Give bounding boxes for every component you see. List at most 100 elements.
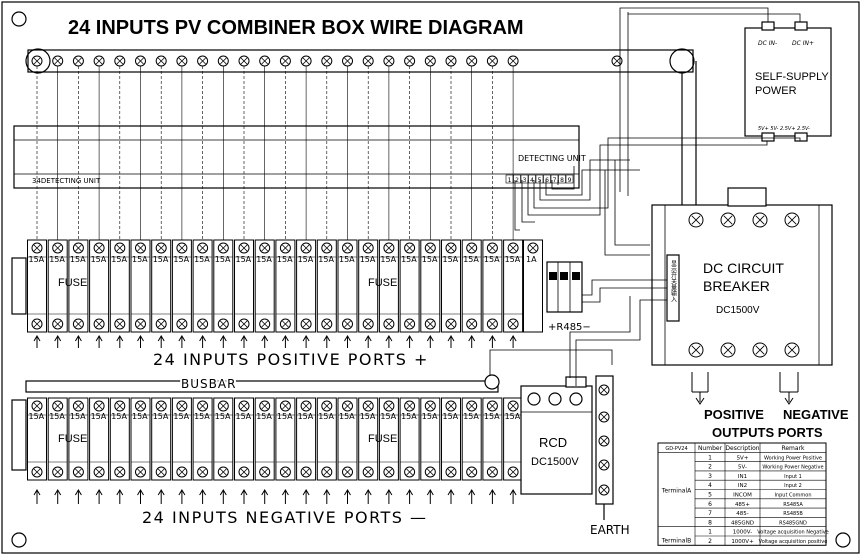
pos-arrowhead-1 bbox=[33, 335, 41, 342]
neg-fuse-13 bbox=[275, 397, 296, 481]
busbar-screw bbox=[484, 374, 500, 390]
pos-arrowhead-24 bbox=[509, 335, 517, 342]
rail-screw-20-slot2 bbox=[427, 57, 434, 65]
self-supply-power bbox=[744, 27, 832, 137]
pos-fuse-screw-top-3-slot2 bbox=[75, 244, 82, 252]
breaker-top-screw-4-slot2 bbox=[787, 215, 797, 225]
pos-fuse-screw-top-21-slot2 bbox=[447, 244, 455, 252]
breaker-bottom-screw-1-slot2 bbox=[691, 345, 701, 355]
pos-arrowhead-21 bbox=[447, 335, 455, 342]
table-remark-5: RS485A bbox=[783, 502, 803, 508]
rail-screw-12-slot2 bbox=[261, 57, 268, 65]
pos-fuse-rating-3: 15A bbox=[70, 255, 86, 264]
pos-fuse-screw-top-24-slot2 bbox=[509, 244, 517, 252]
table-border bbox=[657, 442, 827, 546]
neg-arrowhead-14 bbox=[302, 489, 310, 496]
rail-screw-18-slot2 bbox=[385, 57, 393, 65]
negative-port-arrows bbox=[33, 489, 517, 504]
neg-fuse-screw-bot-5-slot2 bbox=[116, 468, 124, 476]
table-description-3: IN2 bbox=[738, 483, 747, 489]
pos-fuse-rating-21: 15A bbox=[443, 255, 459, 264]
neg-fuse-screw-top-5-slot2 bbox=[116, 402, 124, 410]
neg-fuse-rating-20: 15A bbox=[422, 412, 438, 421]
pos-fuse-rating-20: 15A bbox=[422, 255, 438, 264]
pos-fuse-1 bbox=[27, 239, 47, 333]
neg-fuse-screw-top-23-slot2 bbox=[489, 402, 496, 410]
pos-fuse-screw-bot-9-slot2 bbox=[199, 320, 206, 328]
pos-fuse-screw-bot-1-slot2 bbox=[33, 320, 41, 328]
neg-arrowhead-6 bbox=[137, 489, 144, 496]
table-remark-8: Voltage acquisition Negative bbox=[757, 530, 829, 536]
pos-fuse-screw-top-7-slot2 bbox=[157, 244, 165, 252]
neg-fuse-screw-bot-10-slot2 bbox=[220, 468, 227, 476]
neg-fuse-rating-23: 15A bbox=[484, 412, 500, 421]
neg-fuse-rating-12: 15A bbox=[256, 412, 272, 421]
pos-fuse-screw-bot-12-slot2 bbox=[261, 320, 268, 328]
pos-fuse-screw-top-23-slot2 bbox=[489, 244, 496, 252]
mount-hole-tl bbox=[11, 11, 27, 27]
pos-fuse-rating-2: 15A bbox=[49, 255, 65, 264]
detecting-unit-label-right: DETECTING UNIT bbox=[518, 154, 586, 163]
pos-fuse-6 bbox=[130, 239, 151, 333]
pos-fuse-rating-23: 15A bbox=[484, 255, 500, 264]
neg-output-arrow bbox=[780, 391, 798, 405]
table-header-0: Number bbox=[698, 445, 723, 452]
neg-fuse-rating-7: 15A bbox=[153, 412, 169, 421]
pos-fuse-screw-bot-7-slot2 bbox=[157, 320, 165, 328]
end-stop-left-pos bbox=[11, 257, 27, 315]
negative-outputs-label: NEGATIVE bbox=[783, 407, 849, 422]
pos-fuse-1a-rating: 1A bbox=[526, 255, 537, 264]
neg-fuse-rating-17: 15A bbox=[360, 412, 376, 421]
fuse-label-neg-1: FUSE bbox=[58, 433, 87, 445]
table-header-2: Remark bbox=[781, 445, 805, 452]
dc-in-plus: DC IN+ bbox=[792, 40, 814, 47]
negative-ports-label: 24 INPUTS NEGATIVE PORTS — bbox=[142, 508, 428, 527]
pos-arrowhead-12 bbox=[261, 335, 269, 342]
breaker-label: DC CIRCUIT bbox=[703, 260, 784, 276]
table-description-5: 485+ bbox=[735, 502, 750, 508]
rail-screw-4-slot2 bbox=[95, 57, 103, 65]
rail-screw-15-slot2 bbox=[323, 57, 331, 65]
pos-fuse-rating-16: 15A bbox=[339, 255, 355, 264]
pos-fuse-screw-bot-22-slot2 bbox=[468, 320, 475, 328]
pos-fuse-screw-bot-24-slot2 bbox=[509, 320, 517, 328]
top-busbar-rail bbox=[27, 49, 694, 73]
table-number-7: 8 bbox=[708, 519, 712, 526]
neg-fuse-screw-top-3-slot2 bbox=[75, 402, 82, 410]
pos-fuse-rating-15: 15A bbox=[318, 255, 334, 264]
table-number-6: 7 bbox=[708, 510, 712, 517]
pos-fuse-3 bbox=[68, 239, 89, 333]
neg-arrowhead-3 bbox=[74, 489, 82, 496]
mount-hole-br bbox=[835, 532, 851, 548]
pos-arrowhead-10 bbox=[219, 335, 227, 342]
dc-in-minus: DC IN- bbox=[758, 40, 777, 47]
table-description-2: IN1 bbox=[738, 474, 747, 480]
pos-fuse-21 bbox=[441, 239, 461, 333]
table-description-9: 1000V+ bbox=[731, 539, 754, 545]
detecting-unit bbox=[13, 125, 580, 189]
breaker-top-screw-2-slot2 bbox=[723, 215, 733, 225]
neg-fuse-screw-top-6-slot2 bbox=[137, 402, 144, 410]
table-description-4: INCOM bbox=[733, 493, 752, 499]
table-number-0: 1 bbox=[708, 454, 712, 461]
pos-arrowhead-20 bbox=[426, 335, 434, 342]
pos-fuse-rating-8: 15A bbox=[173, 255, 189, 264]
self-supply-outputs: 5V+ 5V- 2.5V+ 2.5V- bbox=[758, 126, 810, 132]
pos-arrowhead-6 bbox=[137, 335, 144, 342]
pos-fuse-screw-bot-4-slot2 bbox=[95, 320, 103, 328]
pos-fuse-18 bbox=[378, 239, 399, 333]
positive-port-arrows bbox=[33, 335, 517, 348]
pos-arrowhead-22 bbox=[468, 335, 476, 342]
neg-fuse-screw-top-15-slot2 bbox=[323, 402, 331, 410]
neg-fuse-screw-bot-7-slot2 bbox=[157, 468, 165, 476]
earth-screw-1-slot2 bbox=[600, 386, 608, 394]
neg-arrowhead-22 bbox=[468, 489, 476, 496]
rail-screw-22-slot2 bbox=[468, 57, 475, 65]
busbar-label: BUSBAR bbox=[181, 377, 236, 391]
neg-arrowhead-21 bbox=[447, 489, 455, 496]
pos-fuse-screw-top-2-slot2 bbox=[54, 244, 61, 252]
pos-fuse-rating-6: 15A bbox=[132, 255, 148, 264]
earth-screws bbox=[598, 384, 610, 496]
